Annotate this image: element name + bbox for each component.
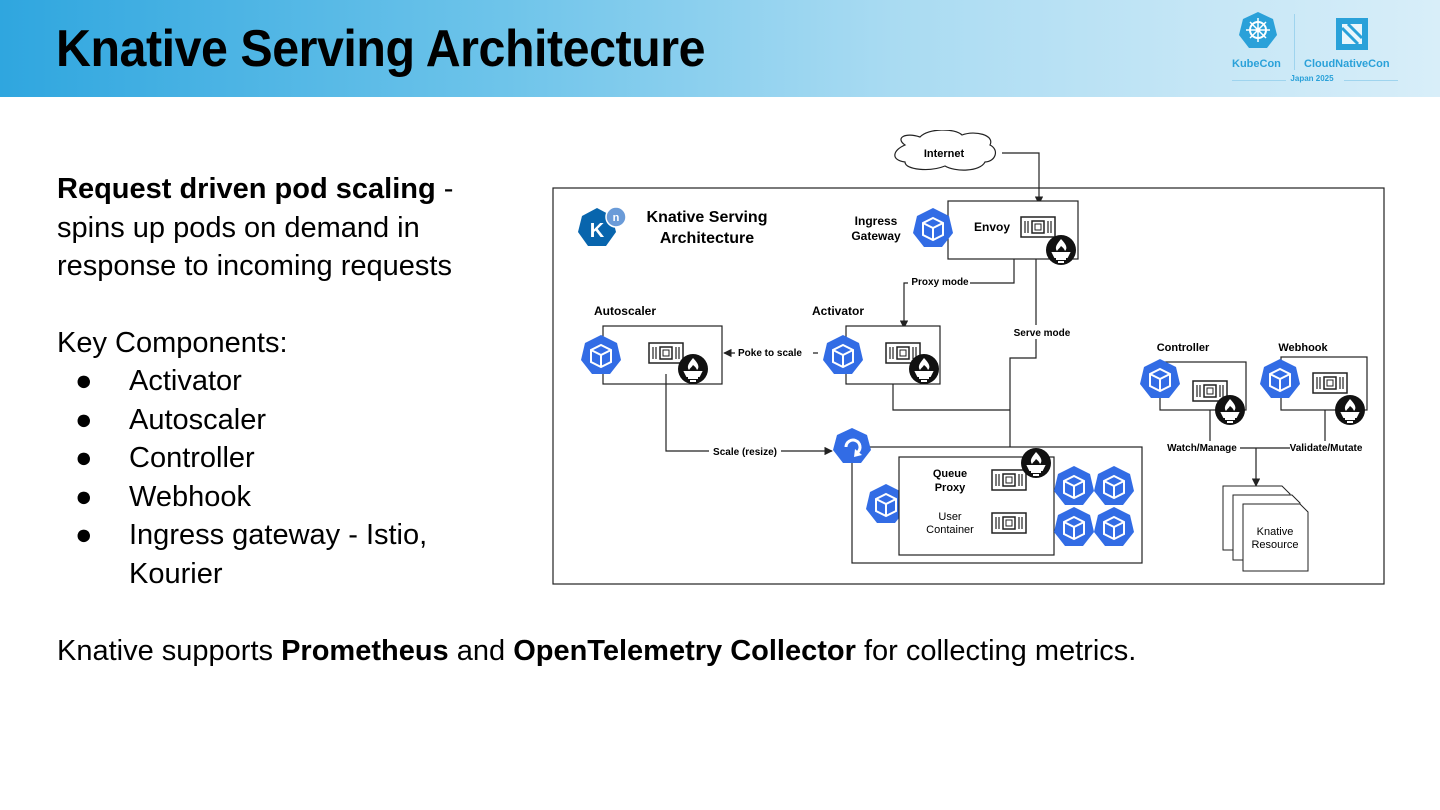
serve-mode-label-bg [1008,325,1076,339]
intro-line-3: response to incoming requests [57,250,452,282]
user-container-icon [991,512,1027,534]
intro-line-2: spins up pods on demand in [57,211,420,244]
footer-post: for collecting metrics. [855,635,1137,667]
envoy-prometheus-icon [1045,234,1077,266]
footer-otel: OpenTelemetry Collector [513,635,856,667]
list-item: ● Controller [57,439,527,478]
list-item-continuation: Kourier [129,557,223,590]
proxy-mode-label-bg [908,275,970,287]
knative-resource-label-line1: Knative [1257,526,1294,538]
internet-cloud: Internet [894,130,997,171]
spacer [57,286,527,324]
list-item-label: Ingress gateway - Istio, [129,519,428,551]
architecture-diagram: Internet K n Knative Serving Architectur… [552,130,1385,585]
user-container-label-line2: Container [926,524,974,536]
kubernetes-helm-icon [1239,12,1277,48]
knative-resource-stack [1222,485,1309,572]
webhook-container-icon [1312,372,1348,394]
serve-mode-arrow [1005,259,1037,457]
bullet-icon: ● [75,442,93,474]
list-item-label: Autoscaler [129,403,267,436]
queue-proxy-container-icon [991,469,1027,491]
metrics-footer: Knative supports Prometheus and OpenTele… [57,631,1136,671]
intro-paragraph: Request driven pod scaling - spins up po… [57,170,527,286]
watch-manage-label: Watch/Manage [1167,443,1237,454]
edition-rule-right [1344,80,1398,81]
list-item: ● Ingress gateway - Istio, Kourier [57,516,527,593]
list-item-label: Activator [129,365,242,397]
validate-mutate-label: Validate/Mutate [1290,443,1363,454]
bullet-icon: ● [75,365,93,397]
footer-prometheus: Prometheus [281,635,449,667]
kubecon-logo: KubeCon CloudNativeCon Japan 2025 [1226,8,1406,90]
bullet-icon: ● [75,480,93,513]
autoscaler-label: Autoscaler [594,304,656,318]
proxy-mode-label: Proxy mode [911,277,969,288]
description-column: Request driven pod scaling - spins up po… [57,170,527,593]
serve-mode-label: Serve mode [1014,328,1071,339]
list-item: ● Autoscaler [57,401,527,440]
autoscaler-prometheus-icon [677,353,709,385]
list-item: ● Activator [57,362,527,401]
slide-header: Knative Serving Architecture KubeCon Clo… [0,0,1440,97]
slide-title: Knative Serving Architecture [56,20,706,78]
ingress-label-line2: Gateway [851,229,901,243]
queue-proxy-prometheus-icon [1020,447,1052,479]
knative-logo: K n [578,206,627,246]
list-item: ● Webhook [57,478,527,517]
cncf-icon [1336,18,1368,50]
internet-label: Internet [924,148,965,160]
webhook-label: Webhook [1278,342,1328,354]
intro-dash: - [435,173,454,205]
queue-proxy-label-line1: Queue [933,468,967,480]
components-heading: Key Components: [57,326,288,359]
diagram-title-line1: Knative Serving [647,209,768,226]
deployment-scale-icon [833,428,871,463]
envoy-label: Envoy [974,220,1010,234]
ingress-label-line1: Ingress [855,214,898,228]
kubecon-logo-graphics [1239,12,1368,50]
edition-label: Japan 2025 [1290,74,1334,83]
intro-bold: Request driven pod scaling [57,173,436,205]
user-container-label-line1: User [938,511,962,523]
logo-divider [1294,14,1295,70]
knative-logo-letter: K [590,220,605,242]
kubecon-label: KubeCon [1232,58,1281,70]
components-list: ● Activator ● Autoscaler ● Controller ● Webh… [57,362,527,593]
controller-prometheus-icon [1214,394,1246,426]
list-item-label: Controller [129,442,255,474]
poke-label-bg [735,346,813,359]
scale-resize-label: Scale (resize) [713,447,777,458]
bullet-icon: ● [75,403,93,436]
activator-label: Activator [812,304,864,318]
knative-resource-label-line2: Resource [1251,539,1298,551]
diagram-title-line2: Architecture [660,230,754,247]
internet-to-envoy-arrow [1002,152,1044,205]
webhook-prometheus-icon [1334,394,1366,426]
activator-to-pod-line [892,384,1010,411]
autoscaler-container-icon [648,342,684,364]
bullet-icon: ● [75,519,93,551]
footer-pre: Knative supports [57,635,282,667]
footer-mid: and [448,635,514,667]
scale-label-bg [709,444,781,457]
queue-proxy-label-line2: Proxy [935,482,966,494]
edition-rule-left [1232,80,1286,81]
controller-webhook-lines [1209,410,1326,441]
poke-to-scale-label: Poke to scale [738,348,802,359]
knative-logo-badge: n [613,212,620,224]
envoy-container-icon [1020,216,1056,238]
activator-prometheus-icon [908,353,940,385]
cloudnativecon-label: CloudNativeCon [1304,58,1390,70]
list-item-label: Webhook [129,480,251,513]
controller-label: Controller [1157,342,1210,354]
